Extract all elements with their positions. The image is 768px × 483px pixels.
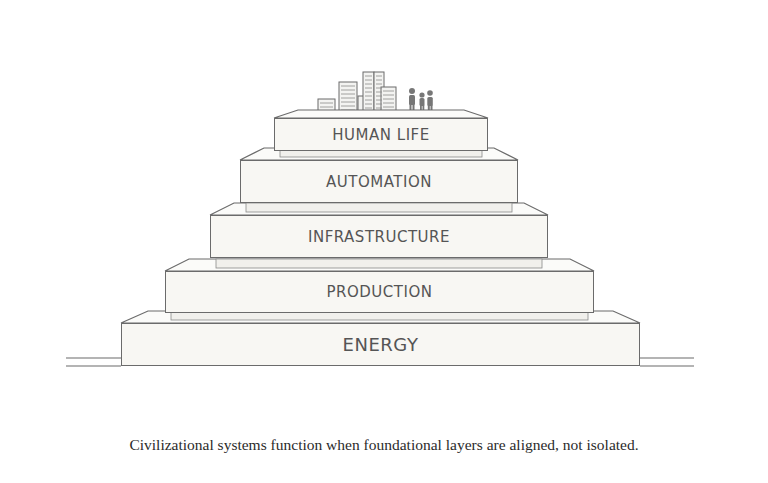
window-stroke: [376, 80, 382, 81]
pyramid-tier: AUTOMATION: [240, 160, 518, 203]
window-stroke: [365, 100, 372, 101]
window-stroke: [341, 94, 355, 95]
people-figures: [409, 88, 433, 113]
tier-label: AUTOMATION: [326, 173, 432, 191]
window-stroke: [376, 96, 382, 97]
pyramid-tier: HUMAN LIFE: [274, 118, 488, 151]
window-stroke: [365, 80, 372, 81]
window-stroke: [341, 86, 355, 87]
window-stroke: [383, 103, 394, 104]
tier-top-face: [274, 110, 488, 118]
tier-seat: [216, 259, 542, 268]
window-stroke: [365, 84, 372, 85]
tier-label: HUMAN LIFE: [332, 126, 429, 144]
tier-label: INFRASTRUCTURE: [308, 228, 450, 246]
pyramid-tier: ENERGY: [121, 323, 640, 366]
window-stroke: [376, 108, 382, 109]
window-stroke: [341, 106, 355, 107]
window-stroke: [320, 103, 333, 104]
window-stroke: [376, 76, 382, 77]
window-stroke: [365, 88, 372, 89]
window-stroke: [376, 100, 382, 101]
window-stroke: [365, 104, 372, 105]
window-stroke: [341, 90, 355, 91]
window-stroke: [383, 95, 394, 96]
window-stroke: [376, 104, 382, 105]
window-stroke: [383, 99, 394, 100]
tier-seat: [246, 203, 512, 212]
window-stroke: [365, 76, 372, 77]
window-stroke: [365, 92, 372, 93]
pyramid-tier: PRODUCTION: [165, 271, 594, 313]
window-stroke: [383, 91, 394, 92]
tier-top-face: [210, 203, 548, 215]
window-stroke: [383, 107, 394, 108]
window-stroke: [376, 92, 382, 93]
tier-top-face: [165, 259, 594, 271]
window-stroke: [341, 98, 355, 99]
city-skyline: [318, 72, 396, 113]
window-stroke: [376, 88, 382, 89]
window-stroke: [376, 84, 382, 85]
window-stroke: [365, 96, 372, 97]
caption: Civilizational systems function when fou…: [0, 436, 768, 454]
window-stroke: [341, 102, 355, 103]
tier-label: PRODUCTION: [327, 283, 433, 301]
window-stroke: [365, 108, 372, 109]
window-stroke: [320, 107, 333, 108]
pyramid-tier: INFRASTRUCTURE: [210, 215, 548, 258]
tier-label: ENERGY: [343, 334, 419, 355]
